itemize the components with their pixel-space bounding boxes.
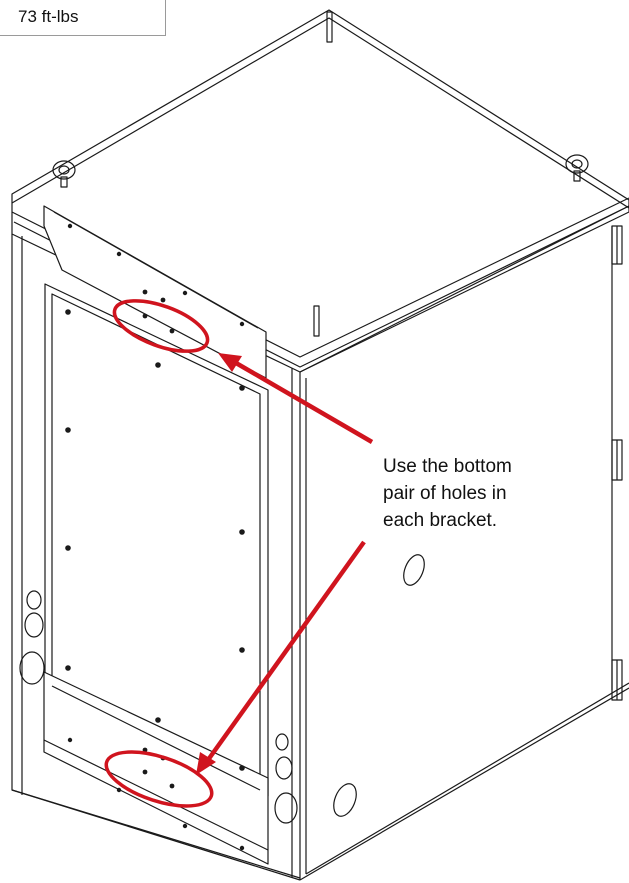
- callout-arrow-upper: [218, 353, 374, 444]
- door-hinge-bottom: [611, 659, 623, 701]
- torque-spec-box: 73 ft-lbs: [0, 0, 166, 36]
- callout-line-1: Use the bottom: [383, 456, 512, 477]
- upper-holes-highlight: [112, 299, 210, 353]
- bracket-screw-holes: [67, 223, 245, 851]
- lower-holes-highlight: [104, 750, 214, 808]
- callout-line-3: each bracket.: [383, 510, 498, 531]
- lifting-eye-left: [52, 160, 76, 188]
- callout-text: Use the bottom pair of holes in each bra…: [383, 453, 613, 534]
- enclosure-front-panel: [11, 234, 301, 881]
- lower-mounting-bracket: [43, 671, 269, 865]
- plate-screw-holes: [65, 309, 245, 771]
- knockout-holes-side: [333, 554, 425, 817]
- door-hinge-top: [611, 225, 623, 265]
- callout-line-2: pair of holes in: [383, 483, 507, 504]
- knockout-holes-front: [19, 590, 298, 824]
- upper-mounting-bracket: [43, 205, 267, 379]
- lifting-eye-right: [565, 154, 589, 182]
- door-hinge-middle: [611, 439, 623, 481]
- callout-arrow-lower: [196, 540, 366, 775]
- top-stud-front: [313, 305, 320, 337]
- torque-spec-label: 73 ft-lbs: [18, 7, 79, 26]
- top-stud-rear: [326, 11, 333, 43]
